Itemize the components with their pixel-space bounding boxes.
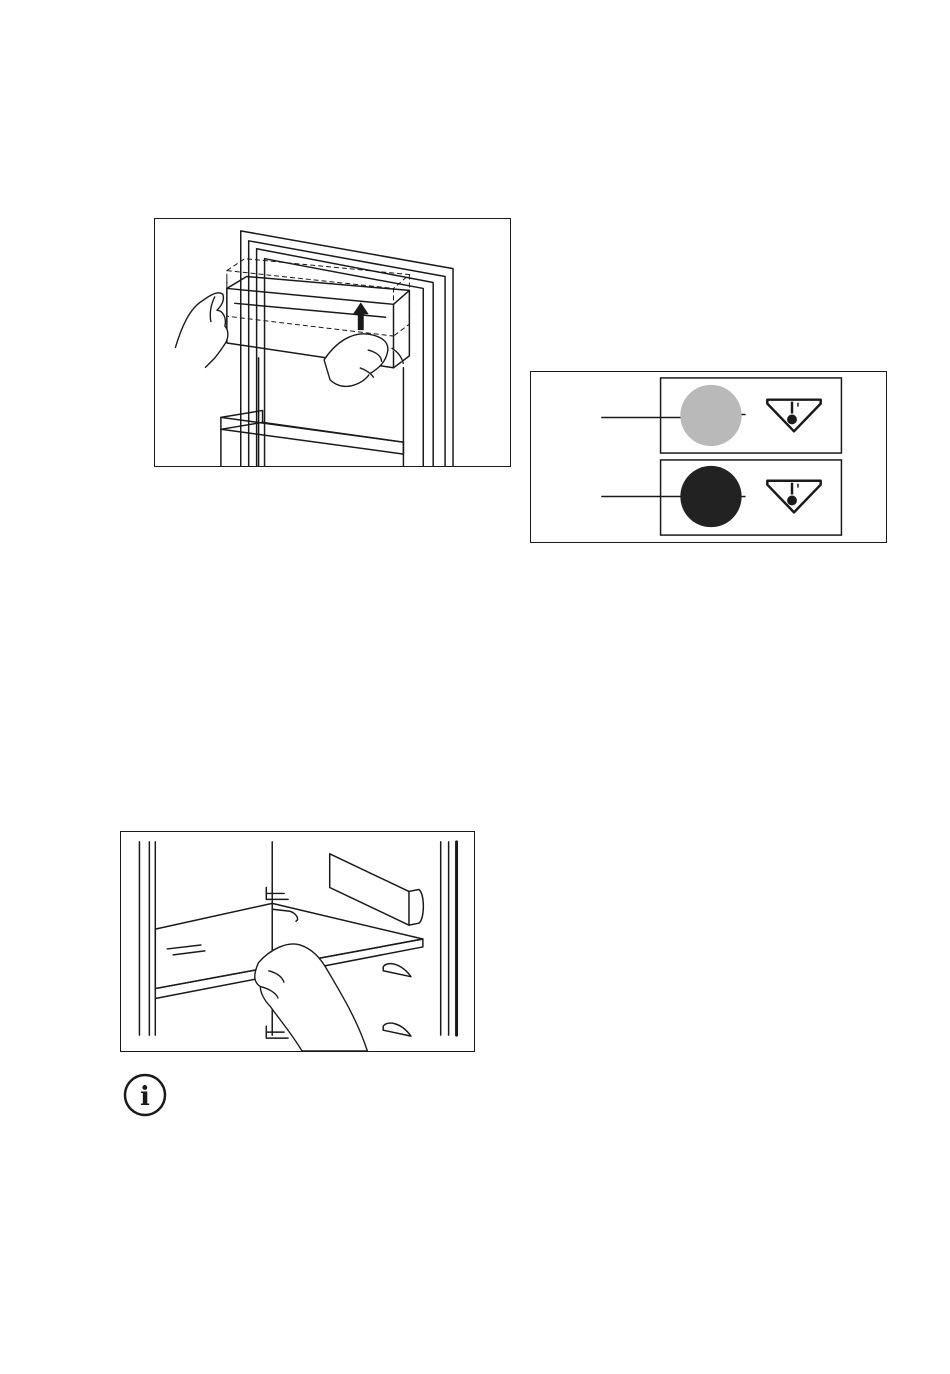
indicator-dark-dot (680, 466, 741, 527)
door-shelf-figure (154, 218, 511, 467)
info-icon: i (123, 1073, 167, 1117)
indicator-light-dot (680, 385, 741, 446)
temperature-symbol-icon (767, 400, 820, 432)
info-glyph: i (140, 1082, 150, 1112)
indicator-figure (530, 371, 887, 543)
door-shelf-lift-illustration (155, 219, 510, 466)
indicator-illustration (531, 372, 886, 542)
glass-shelf-figure (120, 831, 475, 1052)
temperature-symbol-icon (767, 481, 820, 513)
glass-shelf-illustration (121, 832, 474, 1051)
